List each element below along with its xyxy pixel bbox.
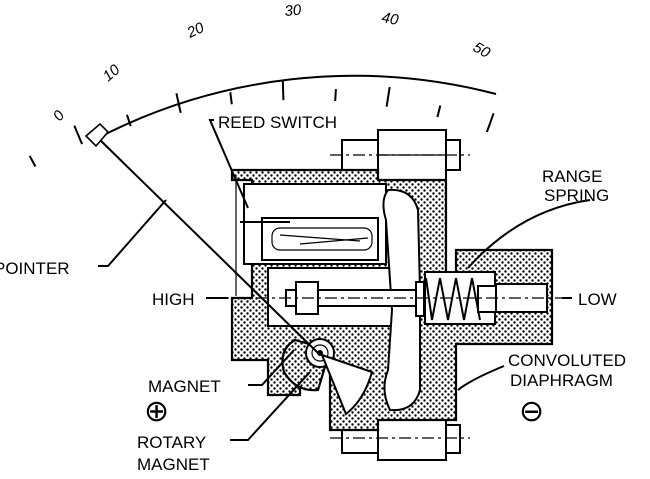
tick-label-10: 10 [100,61,124,85]
tick-label-40: 40 [380,9,400,29]
label-low: LOW [578,290,617,309]
plus-symbol: ⊕ [144,394,169,429]
scale-tick [281,80,285,101]
label-magnet: MAGNET [148,377,221,396]
scale-ticks [28,80,495,167]
label-diaphragm: DIAPHRAGM [510,371,613,390]
label-rotary-magnet-1: ROTARY [137,433,206,452]
label-high: HIGH [152,290,195,309]
scale-tick [334,89,337,102]
tick-label-50: 50 [470,39,494,62]
scale-tick-labels: 0 10 20 30 40 50 [50,2,494,125]
scale-tick [229,92,233,105]
reed-switch [235,176,379,296]
scale-tick [385,86,391,107]
scale-tick [485,112,495,133]
minus-symbol: ⊖ [519,394,544,429]
scale-tick [175,93,182,114]
bottom-bolt [330,417,470,461]
label-range-spring-1: RANGE [542,167,602,186]
scale-tick [73,125,84,145]
label-convoluted: CONVOLUTED [508,351,626,370]
leader-lines [98,119,591,441]
scale-tick [28,155,37,167]
tick-label-30: 30 [284,2,303,20]
label-range-spring-2: SPRING [544,186,609,205]
tick-label-20: 20 [184,19,208,42]
label-pointer: POINTER [0,259,70,278]
pointer [84,122,319,354]
label-rotary-magnet-2: MAGNET [137,455,210,474]
scale-tick [126,114,132,127]
scale-tick [436,105,442,118]
tick-label-0: 0 [50,107,69,125]
pointer-tip [84,122,110,148]
top-bolt [330,129,470,181]
label-reed-switch: REED SWITCH [218,113,337,132]
scale-arc [93,74,497,141]
pointer-needle [97,137,319,354]
